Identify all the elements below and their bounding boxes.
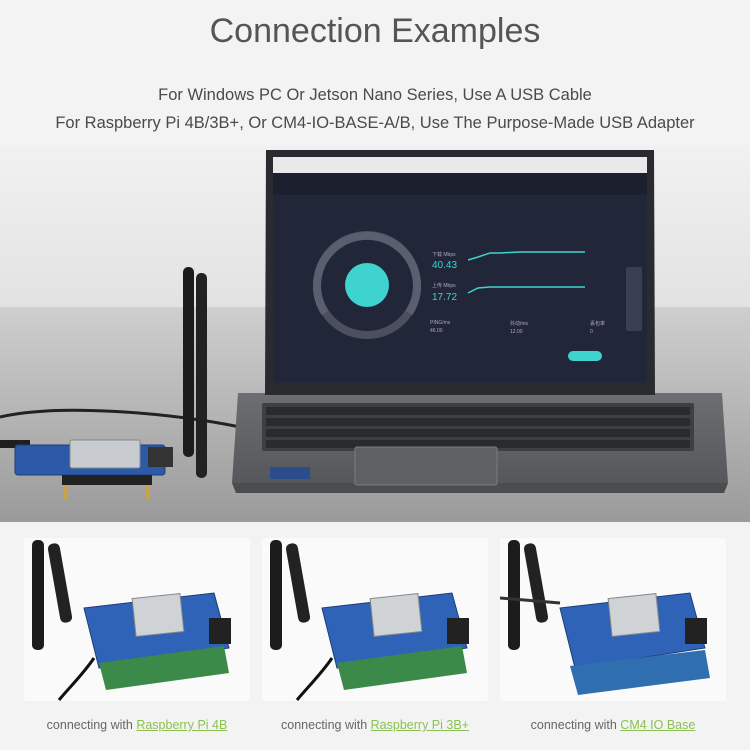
stat-jitter: 抖动/ms 12.00 <box>510 320 528 335</box>
subtitle-usb-cable: For Windows PC Or Jetson Nano Series, Us… <box>158 86 592 104</box>
stat-ping: PING/ms 46.00 <box>430 320 450 334</box>
thumb-raspberry-pi-4b <box>24 538 250 701</box>
laptop <box>232 150 728 493</box>
stat-ping-label: PING/ms <box>430 320 451 326</box>
antenna-left <box>183 267 194 457</box>
hero-photo: 下载 Mbps 40.43 上传 Mbps 17.72 PING/ms 46.0… <box>0 145 750 522</box>
upload-label: 上传 Mbps <box>432 283 456 289</box>
usb-cable <box>0 408 241 429</box>
usb-plug <box>0 440 30 448</box>
link-raspberry-pi-4b[interactable]: Raspberry Pi 4B <box>136 718 228 732</box>
stat-jitter-label: 抖动/ms <box>510 321 529 327</box>
speed-gauge-center <box>345 263 389 307</box>
thumb-cm4-io-base <box>500 538 726 701</box>
caption-cm4-io-base: connecting with CM4 IO Base <box>493 718 733 732</box>
antenna-right <box>196 273 207 478</box>
stat-loss-value: 0 <box>590 329 593 335</box>
caption-raspberry-pi-3b-plus: connecting with Raspberry Pi 3B+ <box>255 718 495 732</box>
upload-value: 17.72 <box>432 292 458 303</box>
stat-jitter-value: 12.00 <box>510 329 523 335</box>
link-raspberry-pi-3b-plus[interactable]: Raspberry Pi 3B+ <box>370 718 469 732</box>
hero-illustration <box>0 145 750 522</box>
caption-prefix: connecting with <box>281 718 371 732</box>
stat-loss: 丢包率 0 <box>590 320 605 335</box>
stat-loss-label: 丢包率 <box>590 321 606 327</box>
download-value: 40.43 <box>432 260 458 271</box>
download-label: 下载 Mbps <box>432 252 456 258</box>
link-cm4-io-base[interactable]: CM4 IO Base <box>620 718 696 732</box>
thumb-raspberry-pi-3b-plus <box>262 538 488 701</box>
stat-ping-value: 46.00 <box>430 328 443 334</box>
caption-prefix: connecting with <box>46 718 137 732</box>
caption-raspberry-pi-4b: connecting with Raspberry Pi 4B <box>17 718 257 732</box>
subtitle-usb-adapter: For Raspberry Pi 4B/3B+, Or CM4-IO-BASE-… <box>55 114 695 132</box>
page-title: Connection Examples <box>209 12 541 50</box>
5g-module-board <box>14 439 173 499</box>
caption-prefix: connecting with <box>530 718 621 732</box>
